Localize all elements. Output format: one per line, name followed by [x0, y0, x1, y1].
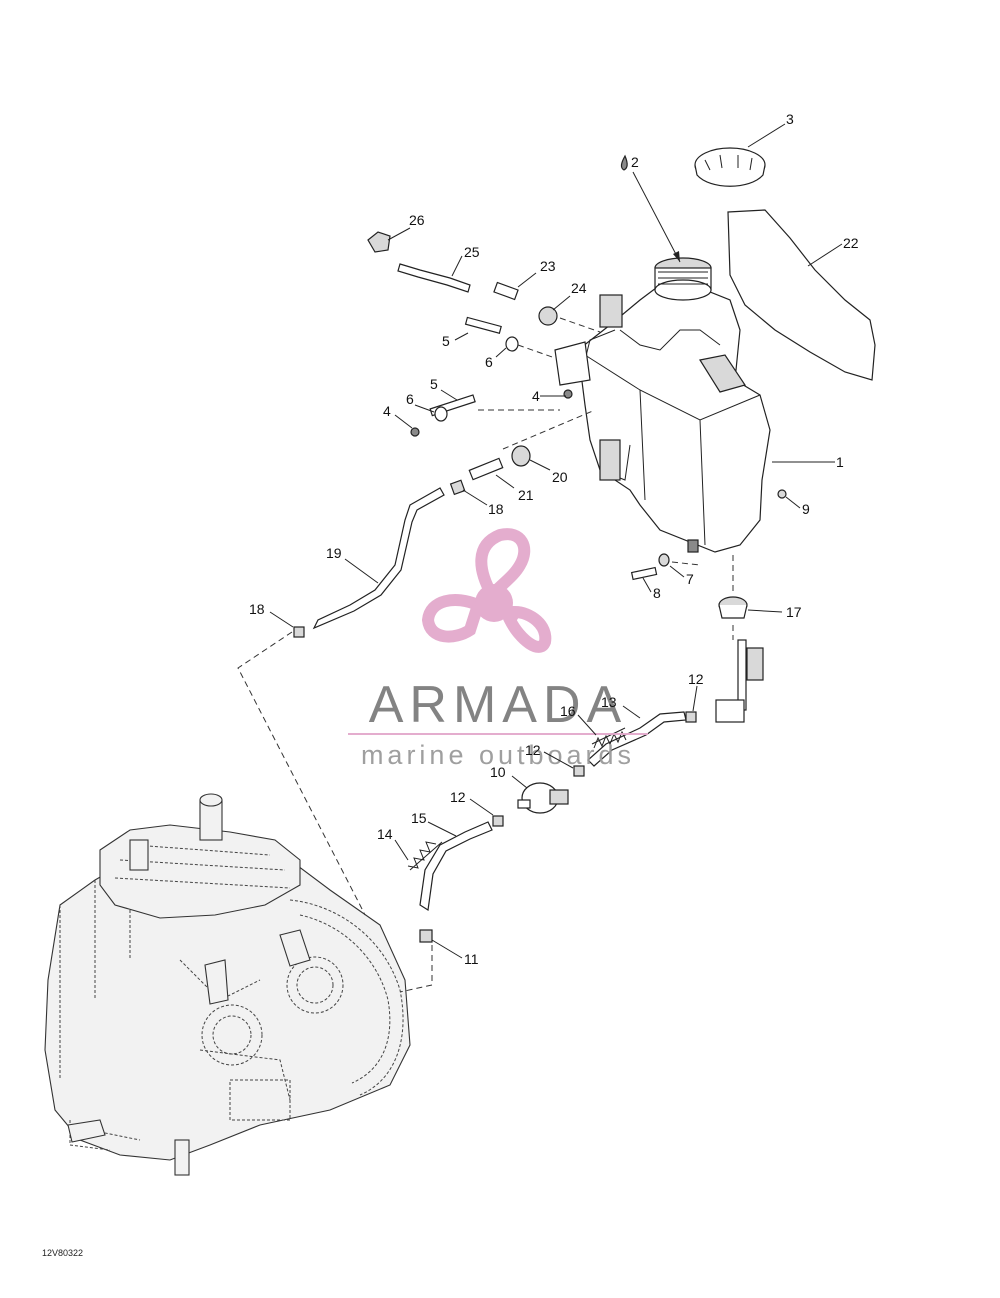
callout-11: 11 [464, 951, 479, 967]
callout-18-b: 18 [249, 601, 265, 617]
callout-5-upper: 5 [442, 333, 450, 349]
callout-4-lower: 4 [383, 403, 391, 419]
watermark-divider [348, 733, 648, 735]
watermark-brand: ARMADA [369, 676, 627, 734]
callout-17: 17 [786, 604, 802, 620]
callout-7: 7 [686, 571, 694, 587]
small-parts [293, 154, 787, 943]
callout-1: 1 [836, 454, 844, 470]
callout-20: 20 [552, 469, 568, 485]
callout-16: 16 [560, 703, 576, 719]
callout-12-a: 12 [688, 671, 704, 687]
callout-14: 14 [377, 826, 393, 842]
watermark-tagline: marine outboards [361, 740, 635, 770]
callout-9: 9 [802, 501, 810, 517]
callout-22: 22 [843, 235, 859, 251]
fuel-cap [694, 147, 766, 187]
propeller-logo [421, 528, 552, 653]
callout-labels: 1 2 3 4 4 5 5 6 6 7 8 9 10 11 12 12 12 1… [249, 111, 859, 967]
fuel-tank [554, 257, 771, 553]
callout-18-a: 18 [488, 501, 504, 517]
callout-6-lower: 6 [406, 391, 414, 407]
callout-6-upper: 6 [485, 354, 493, 370]
callout-12-b: 12 [525, 742, 541, 758]
callout-4-upper: 4 [532, 388, 540, 404]
callout-leaders [269, 123, 843, 959]
callout-23: 23 [540, 258, 556, 274]
figure-code: 12V80322 [42, 1248, 83, 1258]
callout-19: 19 [326, 545, 342, 561]
callout-3: 3 [786, 111, 794, 127]
engine-drawing [44, 793, 411, 1176]
callout-21: 21 [518, 487, 534, 503]
callout-5-lower: 5 [430, 376, 438, 392]
callout-25: 25 [464, 244, 480, 260]
callout-2: 2 [631, 154, 639, 170]
callout-12-c: 12 [450, 789, 466, 805]
callout-24: 24 [571, 280, 587, 296]
callout-26: 26 [409, 212, 425, 228]
callout-15: 15 [411, 810, 427, 826]
callout-8: 8 [653, 585, 661, 601]
callout-13: 13 [601, 694, 617, 710]
callout-10: 10 [490, 764, 506, 780]
tank-pad [727, 209, 876, 381]
armada-watermark: ARMADA marine outboards [348, 528, 648, 770]
routing-lines [237, 317, 734, 993]
